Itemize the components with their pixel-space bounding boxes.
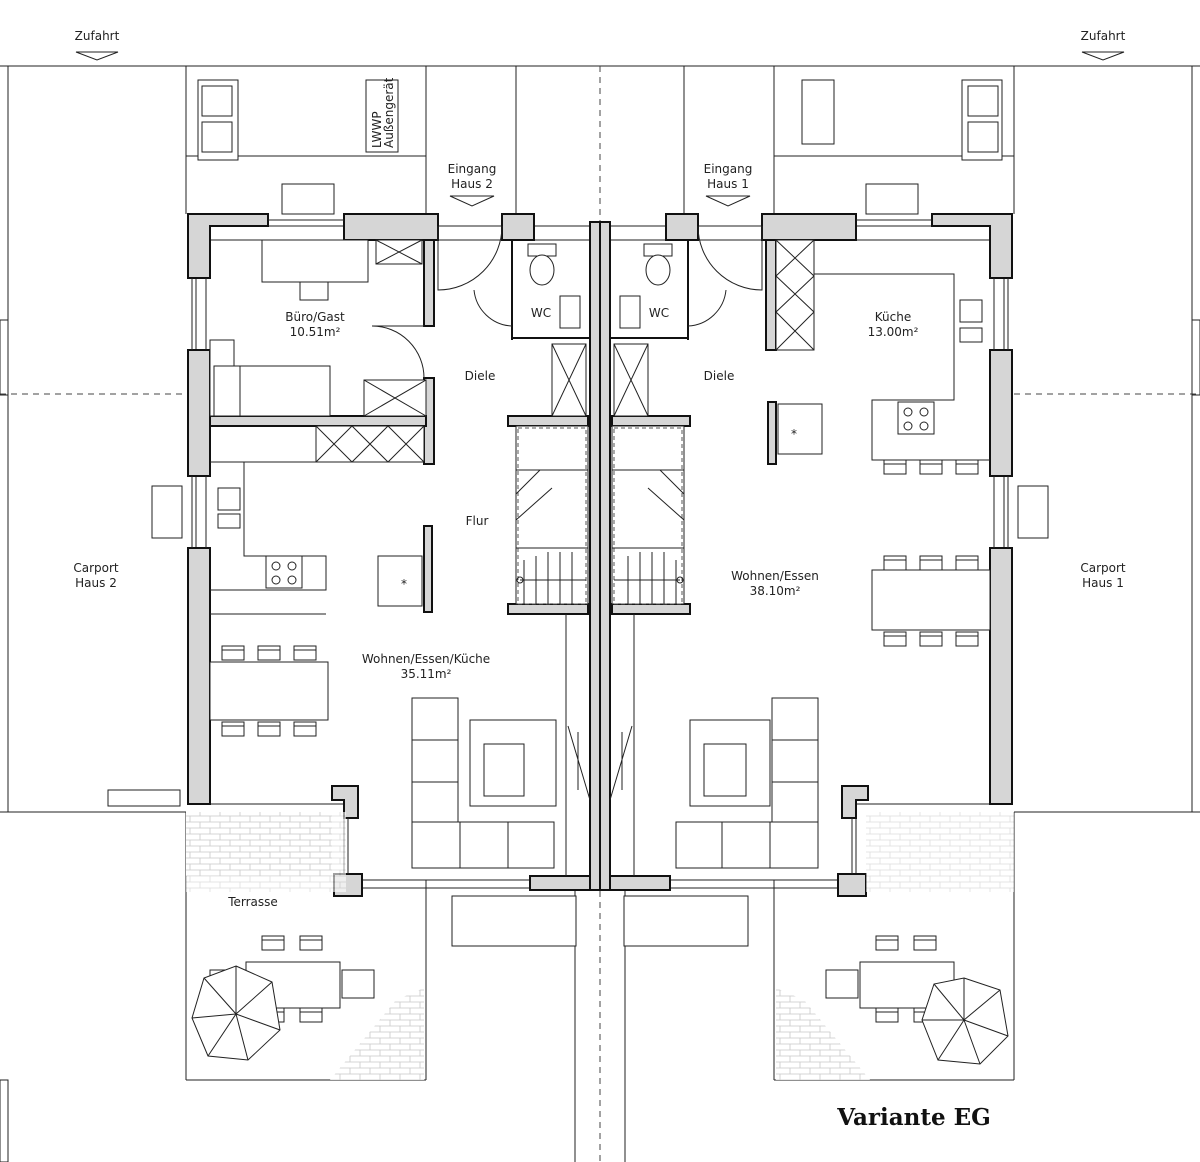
- carport-bench-left: [107, 789, 181, 807]
- sofa-left: [411, 697, 557, 869]
- room-buero-area: 10.51m²: [290, 325, 341, 339]
- room-diele-left: Diele: [465, 369, 496, 383]
- entrance-marker-left: Eingang Haus 2: [448, 162, 497, 207]
- entrance-marker-right: Eingang Haus 1: [704, 162, 753, 207]
- entrance-label-right-2: Haus 1: [707, 177, 749, 191]
- heatpump-label-2: Außengerät: [382, 77, 396, 148]
- carport-right-1: Carport: [1080, 561, 1126, 575]
- room-wek-name: Wohnen/Essen/Küche: [362, 652, 490, 666]
- entrance-planter-right: [865, 183, 919, 215]
- room-wc-right: WC: [649, 306, 669, 320]
- dining-left: [209, 645, 329, 737]
- room-labels: Büro/Gast 10.51m² Küche 13.00m² WC WC Di…: [73, 306, 1126, 909]
- svg-text:*: *: [401, 577, 407, 591]
- wc-right-fixtures: [613, 243, 673, 417]
- room-kueche-area: 13.00m²: [868, 325, 919, 339]
- carport-left-2: Haus 2: [75, 576, 117, 590]
- windows: [151, 219, 1049, 947]
- plan-title: Variante EG: [836, 1104, 991, 1131]
- room-diele-right: Diele: [704, 369, 735, 383]
- wc-left-fixtures: [527, 243, 587, 417]
- room-we-area: 38.10m²: [750, 584, 801, 598]
- room-we-name: Wohnen/Essen: [731, 569, 819, 583]
- kitchen-right: *: [775, 239, 990, 475]
- access-label-right: Zufahrt: [1081, 29, 1126, 43]
- access-label-left: Zufahrt: [75, 29, 120, 43]
- terrace-right: [776, 812, 1014, 1080]
- sliding-doors: [567, 725, 633, 801]
- room-buero-name: Büro/Gast: [285, 310, 345, 324]
- entrance-label-left-2: Haus 2: [451, 177, 493, 191]
- terrace-left: [186, 812, 424, 1080]
- front-bins-left: [197, 79, 239, 161]
- heatpump-label-1: LWWP: [370, 111, 384, 148]
- interior-walls: [209, 239, 777, 876]
- room-wek-area: 35.11m²: [401, 667, 452, 681]
- carport-left-1: Carport: [73, 561, 119, 575]
- room-flur: Flur: [466, 514, 489, 528]
- sofa-right: [675, 697, 819, 869]
- room-wc-left: WC: [531, 306, 551, 320]
- front-storage-right: [801, 79, 835, 145]
- room-kueche-name: Küche: [875, 310, 911, 324]
- stair-left: [515, 425, 589, 605]
- exterior-walls: [187, 213, 1013, 897]
- room-terrasse: Terrasse: [227, 895, 278, 909]
- entrance-label-right-1: Eingang: [704, 162, 753, 176]
- door-swings: [371, 225, 763, 379]
- heatpump-unit: LWWP Außengerät: [365, 77, 399, 153]
- svg-text:*: *: [791, 427, 797, 441]
- kitchen-left: *: [210, 425, 425, 615]
- entrance-label-left-1: Eingang: [448, 162, 497, 176]
- carport-right-2: Haus 1: [1082, 576, 1124, 590]
- stair-right: [611, 425, 685, 605]
- access-marker-right: Zufahrt: [1081, 29, 1126, 61]
- front-bins-right: [961, 79, 1003, 161]
- entrance-planter-left: [281, 183, 335, 215]
- office-furniture: [209, 239, 427, 417]
- dining-right: [871, 555, 991, 647]
- access-marker-left: Zufahrt: [75, 29, 120, 61]
